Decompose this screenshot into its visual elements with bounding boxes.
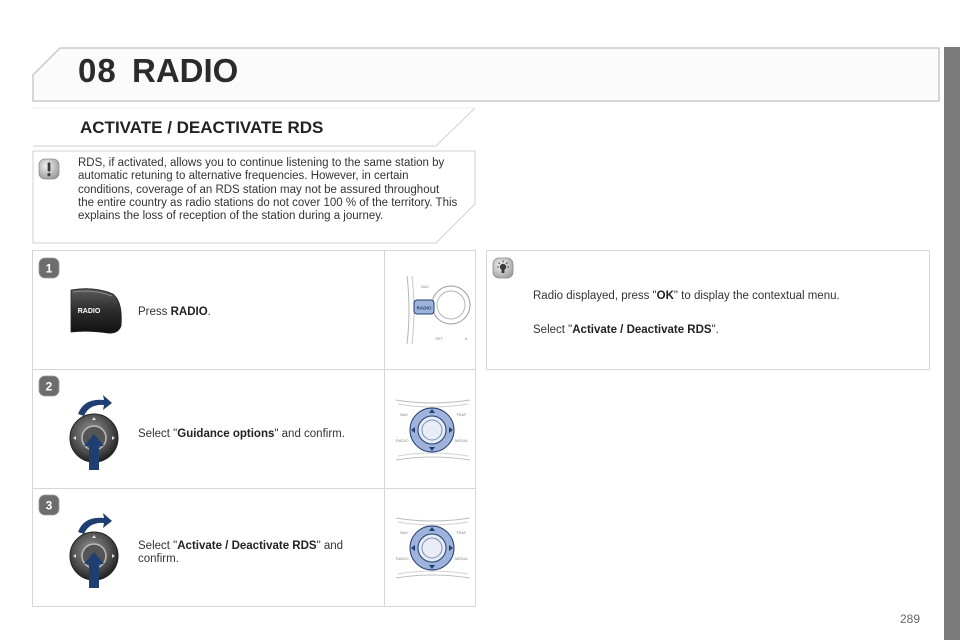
step-2-number: 2 — [46, 380, 53, 394]
chapter-title: RADIO — [132, 52, 239, 89]
radio-button-icon: RADIO — [70, 288, 122, 334]
tip-line-1-bold: OK — [656, 290, 674, 302]
tip-line-2-bold: Activate / Deactivate RDS — [572, 324, 712, 336]
tip-line-1-pre: Radio displayed, press " — [533, 290, 657, 302]
section-title: ACTIVATE / DEACTIVATE RDS — [80, 118, 324, 137]
diagram-nav-label: NAV — [400, 412, 408, 417]
diagram-radio-label: RADIO — [396, 438, 409, 443]
diagram-media-label: MEDIA — [455, 438, 468, 443]
rds-info-text: RDS, if activated, allows you to continu… — [78, 157, 458, 223]
knob-selection-diagram: NAV TRAF RADIO MEDIA — [395, 399, 471, 461]
tip-panel — [486, 250, 930, 370]
step-3-text-pre: Select " — [138, 540, 178, 552]
step-2-text-bold: Guidance options — [177, 428, 275, 440]
diagram-media-label: MEDIA — [455, 556, 468, 561]
chapter-number: 08 — [78, 52, 117, 89]
page-number: 289 — [900, 612, 921, 626]
step-3-text: Select "Activate / Deactivate RDS" and c… — [138, 540, 378, 566]
steps-panel — [32, 250, 476, 607]
tip-line-2-pre: Select " — [533, 324, 573, 336]
section-heading-frame — [33, 107, 476, 147]
step-divider — [33, 488, 475, 489]
diagram-traf-label: TRAF — [456, 412, 467, 417]
step-1-text-post: . — [207, 306, 211, 318]
rotary-knob-press-icon — [69, 513, 119, 588]
tip-line-2: Select "Activate / Deactivate RDS". — [533, 324, 923, 337]
chapter-header-frame — [32, 47, 940, 102]
knob-selection-diagram: NAV TRAF RADIO MEDIA — [395, 517, 471, 579]
panel-a-label: A — [465, 336, 468, 341]
diagram-nav-label: NAV — [400, 530, 408, 535]
step-divider — [33, 369, 475, 370]
step-3-badge: 3 — [38, 494, 60, 516]
tip-line-1-post: " to display the contextual menu. — [673, 290, 840, 302]
step-1-badge: 1 — [38, 257, 60, 279]
step-2-text-pre: Select " — [138, 428, 178, 440]
panel-radio-label: RADIO — [417, 306, 432, 311]
diagram-traf-label: TRAF — [456, 530, 467, 535]
panel-nav-label: NAV — [421, 284, 429, 289]
step-3-number: 3 — [46, 499, 53, 513]
step-1-text-pre: Press — [138, 306, 171, 318]
step-1-number: 1 — [46, 262, 53, 276]
step-2-text-post: " and confirm. — [274, 428, 345, 440]
radio-button-label: RADIO — [78, 308, 101, 315]
page-edge-bar — [944, 47, 960, 640]
radio-control-panel-diagram: RADIO NAV SET A — [406, 275, 471, 345]
tip-line-1: Radio displayed, press "OK" to display t… — [533, 290, 923, 303]
lightbulb-icon — [492, 257, 514, 279]
step-2-badge: 2 — [38, 375, 60, 397]
warning-icon — [38, 158, 60, 180]
step-1-text-bold: RADIO — [170, 306, 208, 318]
rotary-knob-press-icon — [69, 395, 119, 470]
step-2-text: Select "Guidance options" and confirm. — [138, 428, 378, 441]
step-3-text-bold: Activate / Deactivate RDS — [177, 540, 317, 552]
step-1-text: Press RADIO. — [138, 306, 368, 319]
tip-line-2-post: ". — [711, 324, 719, 336]
steps-column-divider — [384, 251, 385, 606]
panel-set-label: SET — [435, 336, 443, 341]
diagram-radio-label: RADIO — [396, 556, 409, 561]
info-box-frame — [32, 150, 476, 244]
step-3-text-post: " and confirm. — [138, 540, 344, 565]
